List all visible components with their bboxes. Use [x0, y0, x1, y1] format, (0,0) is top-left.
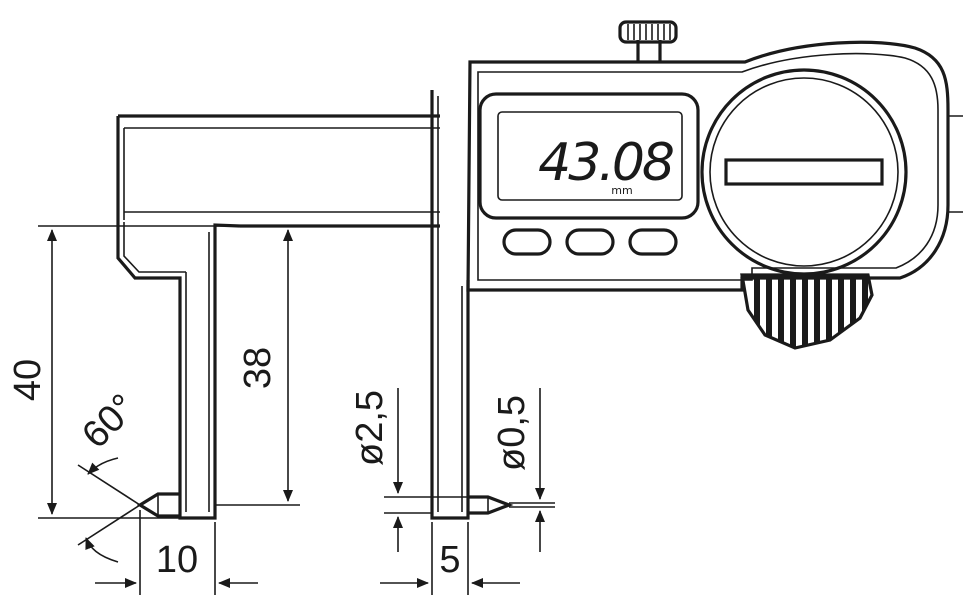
- dim-tip-diameter-large: [384, 388, 468, 552]
- button-3[interactable]: [628, 228, 678, 256]
- moving-jaw: [430, 90, 514, 520]
- dim-tip-width-right: [380, 522, 520, 595]
- button-2[interactable]: [565, 228, 615, 256]
- fixed-jaw: [116, 222, 241, 520]
- label-angle: 60°: [74, 386, 144, 456]
- caliper-beam: [116, 114, 440, 228]
- dim-overall-depth: [38, 225, 240, 519]
- button-row: [502, 228, 678, 256]
- label-tip-width-right: 5: [439, 539, 460, 581]
- label-tip-diameter-large: ø2,5: [349, 390, 391, 466]
- dim-jaw-depth: [215, 229, 300, 506]
- dim-angle: [77, 457, 141, 563]
- lcd-reading: 43.08: [538, 133, 673, 193]
- round-dial: [700, 68, 908, 276]
- label-jaw-depth: 38: [237, 347, 279, 389]
- label-overall-depth: 40: [7, 359, 49, 401]
- ribbed-grip: [740, 273, 874, 350]
- thumb-roller-icon[interactable]: [618, 20, 678, 62]
- lcd-unit: mm: [611, 184, 632, 197]
- button-1[interactable]: [502, 228, 552, 256]
- label-tip-width-left: 10: [156, 539, 198, 581]
- dim-tip-width-left: [95, 510, 258, 595]
- dim-tip-diameter-small: [509, 388, 555, 552]
- display-housing: [466, 40, 963, 292]
- label-tip-diameter-small: ø0,5: [491, 395, 533, 471]
